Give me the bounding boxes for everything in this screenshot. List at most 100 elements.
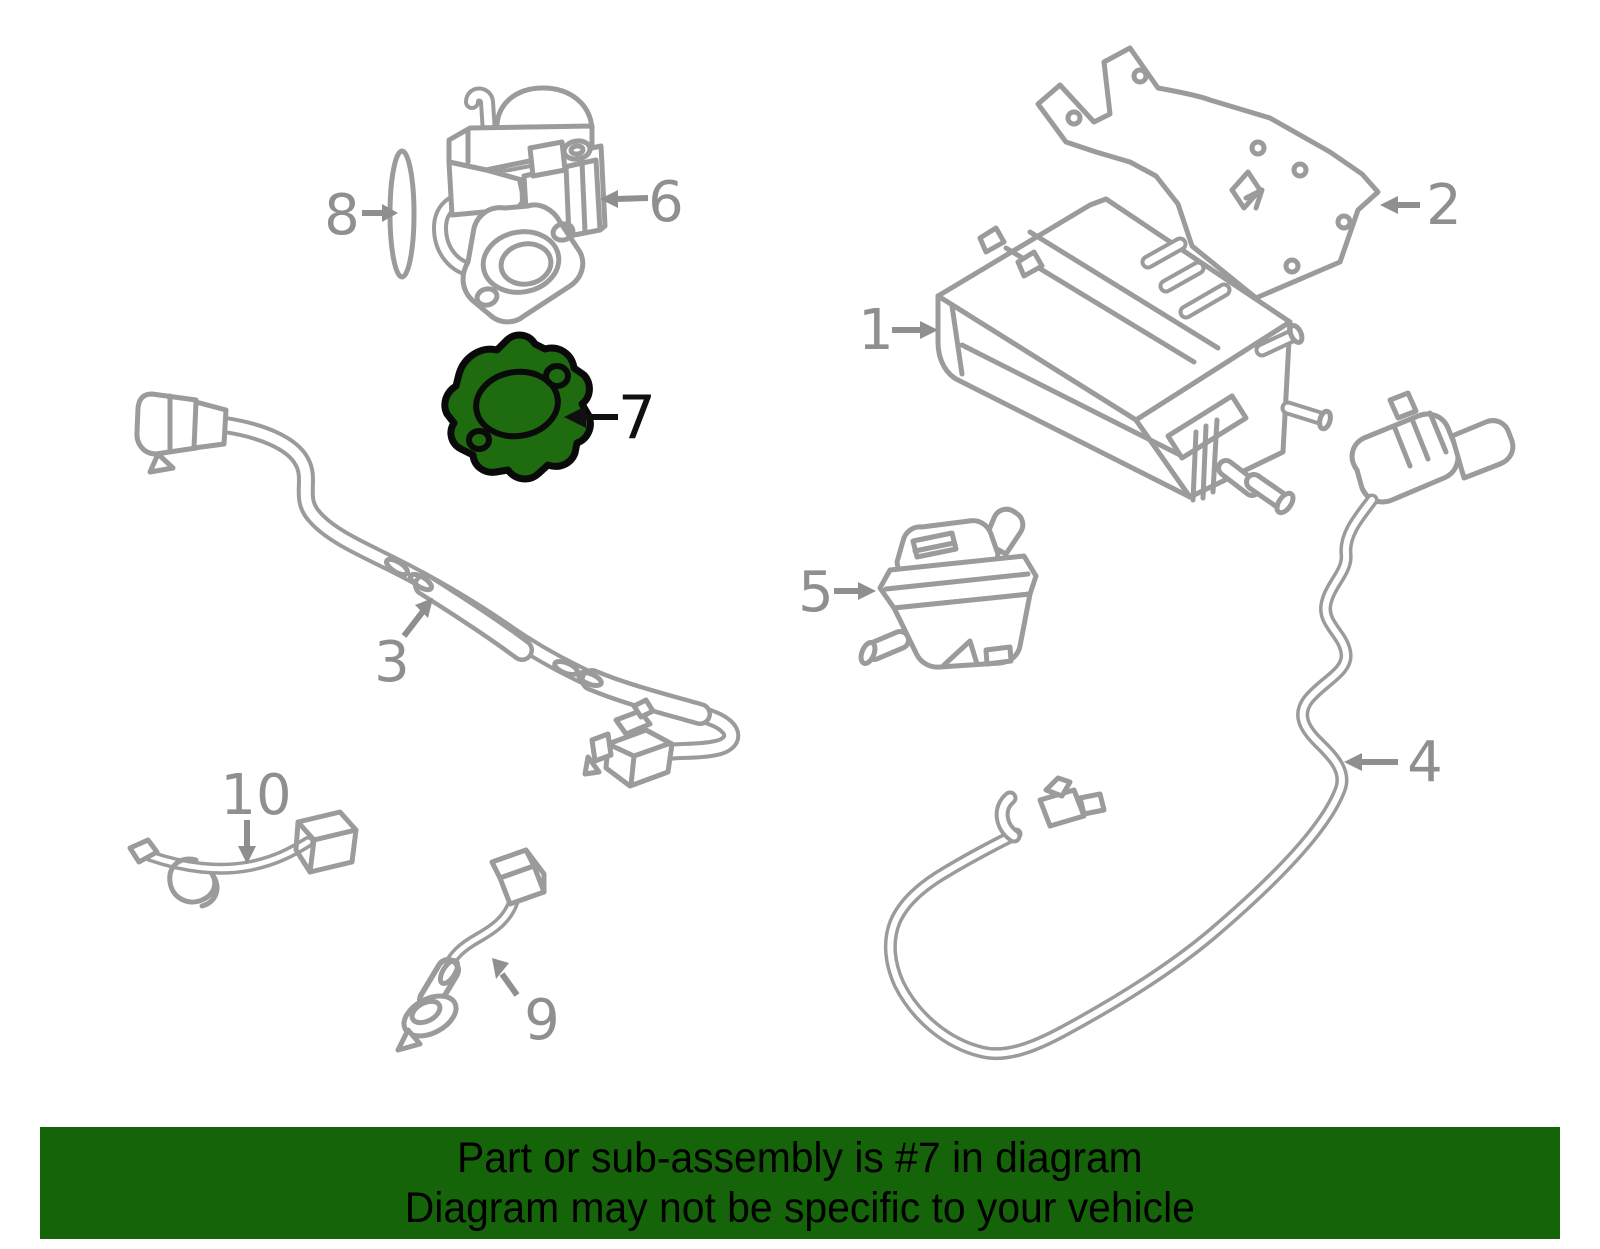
callout-3: 3 (374, 598, 433, 695)
part-3-arrow (401, 608, 427, 638)
hose-elbow-tab (1077, 791, 1107, 817)
canister-nipple-mid-cap (1317, 408, 1333, 432)
tube-fitting-bottom-bump (631, 697, 656, 720)
callout-1: 1 (858, 298, 938, 363)
wire-left-tab (127, 837, 160, 865)
valve-bolt-hole-1 (550, 221, 576, 243)
canister-tab-1 (977, 225, 1007, 255)
callouts: 1 2 3 4 5 6 7 (220, 170, 1461, 1053)
part-1-vapor-canister-drawing (935, 196, 1333, 516)
part-10-wire-drawing (127, 809, 359, 909)
bracket-hole-6 (1283, 257, 1301, 275)
part-6-egr-valve-drawing (432, 85, 608, 325)
callout-4: 4 (1344, 730, 1443, 795)
callout-6: 6 (600, 170, 684, 235)
wire-connector-front (307, 827, 359, 875)
hose-fitting-bulge (1449, 418, 1516, 481)
bracket-outline (1035, 45, 1381, 301)
part-8-arrowhead (382, 204, 398, 222)
tube-fitting-bottom-tab (589, 731, 614, 764)
canister-manifold-tube-2i (1162, 264, 1202, 290)
part-2-bracket-drawing (1035, 45, 1381, 301)
tube-fitting-bottom-lines (605, 741, 671, 788)
part-5-label: 5 (798, 560, 834, 625)
canister-nipple-top-i (1258, 332, 1296, 354)
part-1-label: 1 (858, 298, 894, 363)
part-10-arrowhead (238, 846, 256, 864)
highlight-banner: Part or sub-assembly is #7 in diagram Di… (40, 1127, 1560, 1239)
callout-5: 5 (798, 560, 876, 625)
sensor-flange-inner (409, 998, 443, 1026)
part-6-label: 6 (648, 170, 684, 235)
part-3-tube-drawing (134, 391, 741, 789)
canister-nipple-top-cap (1287, 323, 1305, 345)
bracket-hole-5 (1335, 213, 1353, 231)
hose-elbow-inner (998, 794, 1018, 840)
canister-boss (1165, 393, 1249, 461)
callout-7-highlighted: 7 (564, 383, 656, 453)
gasket-bore (473, 368, 561, 440)
callout-10: 10 (220, 763, 292, 864)
part-9-arrowhead (492, 958, 509, 979)
valve-boss-inner (568, 143, 586, 157)
valve-right-strip (589, 143, 608, 233)
canister-tab-2 (1015, 249, 1045, 279)
gasket-bolt-hole-1 (543, 363, 571, 389)
bracket-hole-4 (1291, 161, 1309, 179)
canister-ribs (1190, 417, 1220, 503)
callout-2: 2 (1380, 173, 1462, 238)
part-7-gasket-drawing (441, 331, 594, 483)
part-3-arrowhead (415, 598, 433, 618)
tube-fitting-bottom-body (603, 727, 675, 789)
tube-coupling-3 (552, 659, 580, 677)
part-4-label: 4 (1407, 730, 1443, 795)
wire-clip-loop-2 (199, 871, 220, 909)
sensor-coupling (437, 958, 461, 986)
valve-flange-bore-inner (498, 241, 554, 287)
bracket-hole-1 (1065, 109, 1083, 127)
canister-front-line (959, 342, 1183, 458)
part-5-arrowhead (858, 582, 876, 600)
callout-9: 9 (492, 958, 560, 1053)
callout-8: 8 (324, 183, 398, 248)
tube-coupling-2 (407, 571, 435, 593)
tube-sleeve-1i (417, 577, 530, 658)
tube-fitting-top-body (134, 391, 199, 457)
bracket-hole-2 (1131, 67, 1149, 85)
tank-notch (941, 638, 980, 668)
valve-flange-bore-outer (480, 229, 562, 295)
part-6-arrowhead (600, 190, 618, 208)
canister-nipple-mid-i (1284, 404, 1324, 422)
sensor-tab (395, 1027, 423, 1053)
part-9-label: 9 (524, 988, 560, 1053)
tube-fitting-top-block (191, 399, 229, 451)
hose-path-inner (887, 497, 1375, 1057)
valve-boss (561, 138, 593, 162)
canister-manifold-tube-3i (1182, 286, 1228, 316)
canister-manifold-tube-1i (1144, 240, 1184, 266)
tube-fitting-bottom-tri (582, 754, 602, 777)
part-9-arrow (499, 972, 520, 997)
valve-connector-block (527, 139, 568, 179)
hose-elbow-bump (1043, 775, 1073, 799)
part-4-arrowhead (1344, 753, 1362, 771)
hose-fitting-ribs (1391, 410, 1449, 469)
part-2-arrowhead (1380, 196, 1398, 214)
tube-coupling-1 (383, 556, 411, 578)
canister-port-cap (1274, 490, 1296, 516)
bracket-hole-3 (1249, 139, 1267, 157)
part-7-arrowhead (564, 406, 586, 428)
sensor-connector-side (523, 847, 547, 895)
part-1-arrowhead (920, 321, 938, 339)
part-10-label: 10 (220, 763, 291, 828)
part-3-label: 3 (374, 630, 410, 695)
tank-lid-detail-line (912, 540, 957, 554)
gasket-body (441, 331, 594, 483)
part-2-label: 2 (1426, 173, 1462, 238)
tank-stub-i (868, 634, 906, 657)
canister-left-cap-line (949, 303, 965, 377)
part-7-label: 7 (618, 383, 656, 453)
wire-clip-loop-1 (167, 856, 218, 905)
